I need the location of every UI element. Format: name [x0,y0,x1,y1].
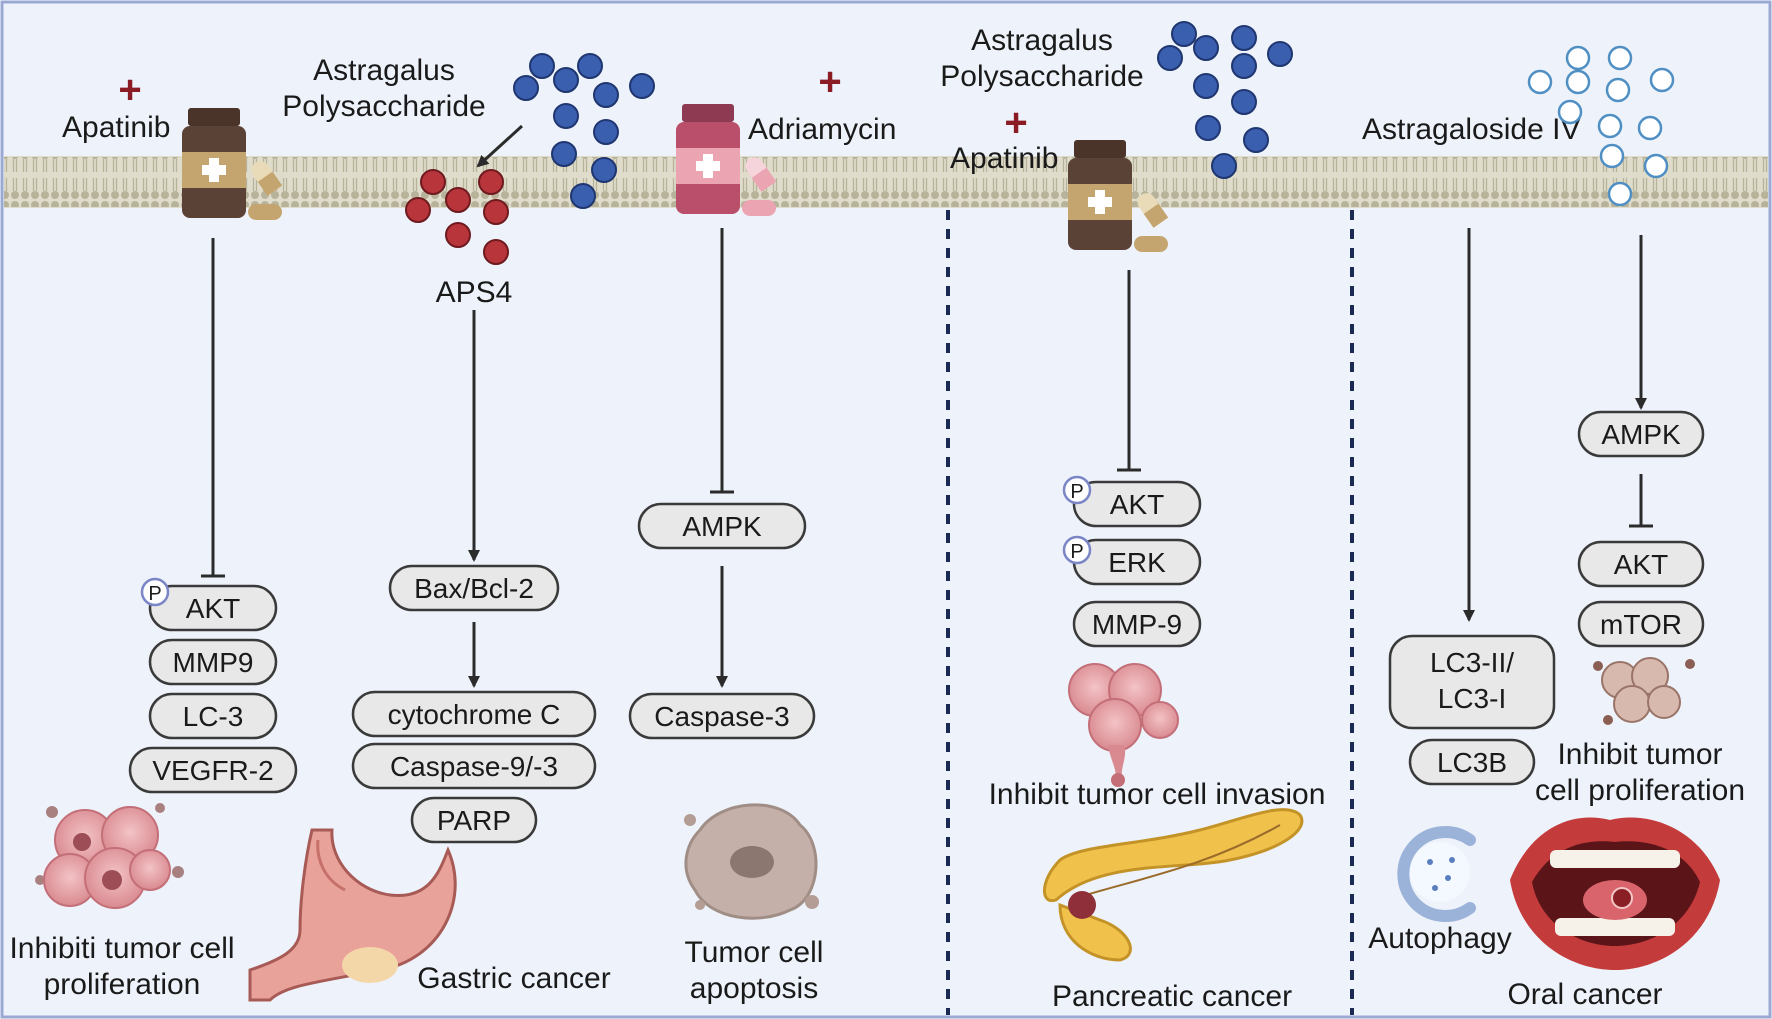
aps4-label: APS4 [436,276,513,309]
pill-lc-3: LC-3 [148,692,278,740]
aps-to-aps4-arrow [476,124,524,168]
pill-akt: AKT [1577,540,1705,588]
tumor-cell-cluster-icon [1593,657,1695,725]
pill-mtor: mTOR [1577,600,1705,648]
astragaloside-label: Astragaloside IV [1362,113,1580,146]
svg-text:P: P [1070,541,1083,563]
plus-icon: + [118,68,141,112]
outcome-proliferation-line1: Inhibit tumor [1557,738,1722,771]
autophagy-label: Autophagy [1368,922,1511,955]
svg-text:AKT: AKT [186,593,240,624]
pill-caspase-3: Caspase-3 [628,692,816,740]
aps-label-line2: Polysaccharide [282,90,485,123]
pill-ampk: AMPK [1577,410,1705,458]
svg-text:cytochrome C: cytochrome C [388,699,561,730]
svg-text:LC-3: LC-3 [183,701,244,732]
phospho-badge: P [1062,475,1092,505]
lc3b-pill: LC3B [1408,738,1536,786]
apoptotic-cell-icon [684,803,819,920]
aps-label-line2: Polysaccharide [940,60,1143,93]
svg-text:LC3-I: LC3-I [1438,683,1506,714]
apatinib-bottle-icon [182,108,283,220]
svg-text:LC3B: LC3B [1437,747,1507,778]
svg-text:VEGFR-2: VEGFR-2 [152,755,273,786]
panel1-col3-pills: AMPK Caspase-3 [628,502,816,740]
apatinib-label: Apatinib [950,142,1058,175]
svg-text:Caspase-3: Caspase-3 [654,701,789,732]
svg-text:mTOR: mTOR [1600,609,1682,640]
outcome-apoptosis-line2: apoptosis [690,972,818,1005]
cancer-label-oral: Oral cancer [1507,978,1662,1011]
stomach-icon [248,828,457,1002]
cancer-label-pancreatic: Pancreatic cancer [1052,980,1292,1013]
pill-erk: ERK [1072,538,1202,586]
apatinib-label: Apatinib [62,111,170,144]
svg-text:AMPK: AMPK [682,511,762,542]
svg-text:Caspase-9/-3: Caspase-9/-3 [390,751,558,782]
svg-text:MMP9: MMP9 [173,647,254,678]
aps-label-line1: Astragalus [313,54,455,87]
adriamycin-label: Adriamycin [748,113,896,146]
pill-mmp9: MMP9 [148,638,278,686]
aps4-molecule-cluster [405,169,509,265]
apatinib-bottle-icon [1068,140,1169,252]
pancreas-icon [1043,808,1304,962]
svg-text:AMPK: AMPK [1601,419,1681,450]
outcome-proliferation-line2: proliferation [44,968,201,1001]
panel3-right-pills: AMPK AKT mTOR [1577,410,1705,648]
aps-molecule-cluster [1157,21,1293,179]
tumor-cell-cluster-icon [35,803,184,909]
pill-vegfr-2: VEGFR-2 [128,746,298,794]
pill-mmp-9: MMP-9 [1072,600,1202,648]
aps-label-line1: Astragalus [971,24,1113,57]
cancer-label-gastric: Gastric cancer [417,962,610,995]
autophagosome-icon [1397,826,1476,922]
svg-text:AKT: AKT [1614,549,1668,580]
pill-ampk: AMPK [637,502,807,550]
svg-text:Bax/Bcl-2: Bax/Bcl-2 [414,573,534,604]
outcome-proliferation-line2: cell proliferation [1535,774,1745,807]
invasive-tumor-icon [1068,663,1179,787]
pill-bax-bcl-2: Bax/Bcl-2 [388,564,560,612]
outcome-invasion: Inhibit tumor cell invasion [989,778,1326,811]
phospho-badge: P [140,577,170,607]
lc3-ratio-pill: LC3-II/ LC3-I [1388,634,1556,730]
svg-text:P: P [1070,481,1083,503]
phospho-badge: P [1062,535,1092,565]
cell-membrane [4,156,1768,208]
plus-icon: + [1004,101,1027,145]
svg-text:ERK: ERK [1108,547,1166,578]
svg-text:P: P [148,583,161,605]
pill-akt: AKT [148,584,278,632]
pill-parp: PARP [410,796,538,844]
pill-caspase-9-3: Caspase-9/-3 [351,742,597,790]
svg-text:MMP-9: MMP-9 [1092,609,1182,640]
mouth-icon [1510,817,1720,970]
astragaloside-molecule-cluster [1527,45,1675,207]
panel2-pills: AKT ERK MMP-9 [1072,480,1202,648]
outcome-apoptosis-line1: Tumor cell [685,936,824,969]
aps-molecule-cluster [513,53,655,209]
adriamycin-bottle-icon [676,104,777,216]
svg-text:PARP: PARP [437,805,511,836]
pill-cytochrome-c: cytochrome C [351,690,597,738]
plus-icon: + [818,60,841,104]
svg-text:LC3-II/: LC3-II/ [1430,647,1514,678]
pill-akt: AKT [1072,480,1202,528]
svg-text:AKT: AKT [1110,489,1164,520]
outcome-proliferation-line1: Inhibiti tumor cell [9,932,234,965]
